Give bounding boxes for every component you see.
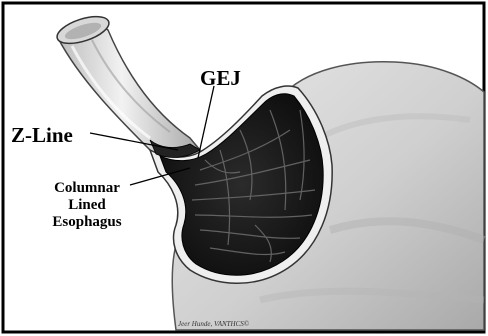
gej-label: GEJ [200,68,241,89]
artist-signature: Jeer Hunde, VANTHCS© [178,320,249,328]
columnar-label-line-2: Lined [40,197,134,214]
columnar-label-line-1: Columnar [40,180,134,197]
columnar-label-line-3: Esophagus [40,214,134,231]
esophagus-tube [58,25,200,156]
columnar-lined-esophagus-label: Columnar Lined Esophagus [40,180,134,231]
z-line-label: Z-Line [11,125,73,146]
